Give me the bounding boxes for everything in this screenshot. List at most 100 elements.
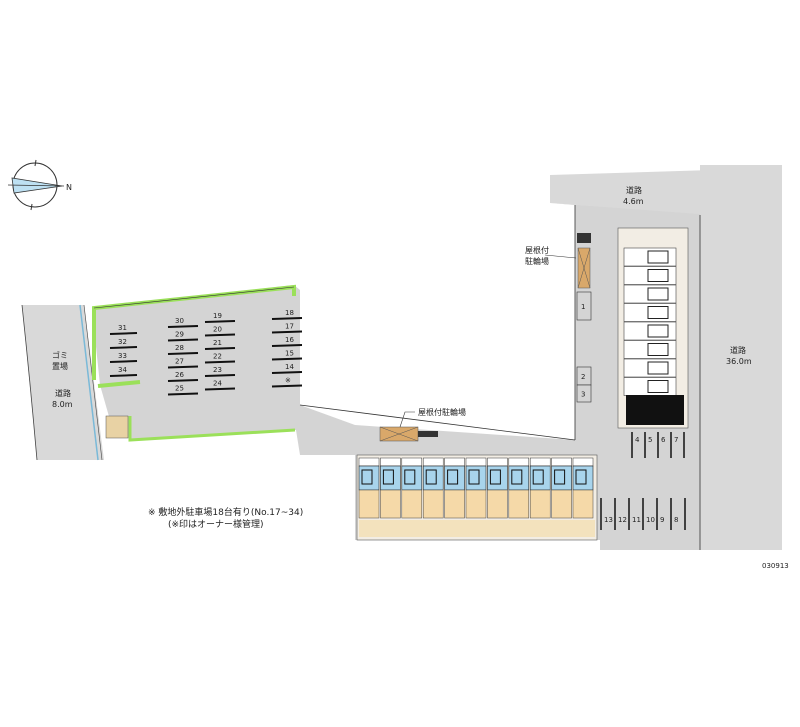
unit	[623, 284, 677, 304]
bike-shed-top	[544, 233, 591, 289]
unit	[623, 377, 677, 396]
svg-text:2: 2	[581, 373, 585, 381]
parking-number: 24	[213, 380, 222, 388]
parking-space-1: 1	[576, 291, 592, 321]
parking-space-18: 18	[271, 309, 303, 320]
parking-space-13: 13	[600, 498, 613, 530]
svg-text:3: 3	[581, 391, 585, 399]
unit	[508, 457, 530, 519]
parking-space-23: 23	[204, 366, 236, 377]
parking-space-33: 33	[109, 352, 138, 363]
parking-space-12: 12	[614, 498, 627, 530]
svg-text:5: 5	[648, 436, 652, 444]
parking-space-28: 28	[167, 344, 199, 355]
parking-space-3: 3	[576, 384, 592, 403]
parking-space-29: 29	[167, 331, 199, 342]
parking-space-7: 7	[670, 432, 678, 458]
svg-text:12: 12	[618, 516, 627, 524]
parking-number: 27	[175, 358, 184, 366]
unit	[623, 303, 677, 322]
garbage-label-1: ゴミ	[52, 350, 68, 360]
parking-number: 28	[175, 344, 184, 352]
unit	[623, 321, 677, 341]
road-right-name: 道路	[730, 345, 746, 355]
parking-space-26: 26	[167, 371, 199, 382]
road-left-width: 8.0m	[52, 400, 73, 409]
unit	[572, 457, 594, 519]
note-line-2: (※印はオーナー様管理)	[168, 518, 264, 530]
parking-space-15: 15	[271, 350, 303, 361]
unit	[401, 457, 423, 519]
bike-top-label-1: 屋根付	[525, 245, 549, 255]
parking-space-22: 22	[204, 353, 236, 364]
parking-number: 19	[213, 312, 222, 320]
svg-text:10: 10	[646, 516, 655, 524]
unit	[623, 340, 677, 359]
parking-number: ※	[285, 377, 291, 385]
parking-number: 31	[118, 324, 127, 332]
unit	[551, 457, 572, 519]
svg-text:4: 4	[635, 436, 640, 444]
note-line-1: ※ 敷地外駐車場18台有り(No.17~34)	[148, 506, 303, 518]
parking-space-8: 8	[670, 498, 678, 530]
parking-number: 18	[285, 309, 294, 317]
svg-text:6: 6	[661, 436, 666, 444]
parking-number: 22	[213, 353, 222, 361]
parking-number: 17	[285, 323, 294, 331]
road-right	[700, 165, 782, 550]
parking-space-30: 30	[167, 317, 199, 328]
parking-space-6: 6	[657, 432, 666, 458]
svg-text:7: 7	[674, 436, 678, 444]
parking-number: 32	[118, 338, 127, 346]
parking-number: 30	[175, 317, 184, 325]
svg-text:9: 9	[660, 516, 664, 524]
road-top-name: 道路	[626, 185, 642, 195]
parking-space-19: 19	[204, 312, 236, 323]
parking-space-owner: ※	[271, 377, 303, 388]
parking-number: 23	[213, 366, 222, 374]
parking-number: 34	[118, 366, 127, 374]
unit	[444, 457, 465, 519]
unit	[623, 247, 677, 267]
parking-space-21: 21	[204, 339, 236, 350]
road-right-width: 36.0m	[726, 357, 752, 366]
unit	[623, 266, 677, 285]
compass-icon: N	[7, 159, 72, 211]
parking-number: 16	[285, 336, 294, 344]
unit	[380, 457, 401, 519]
parking-space-31: 31	[109, 324, 138, 335]
parking-number: 25	[175, 385, 184, 393]
unit	[358, 457, 380, 519]
road-top-width: 4.6m	[623, 197, 644, 206]
offsite-parking-lot	[92, 285, 355, 455]
building-east	[617, 227, 689, 429]
parking-space-16: 16	[271, 336, 303, 347]
parking-space-25: 25	[167, 385, 199, 396]
parking-number: 15	[285, 350, 294, 358]
parking-space-27: 27	[167, 358, 199, 369]
unit	[487, 457, 508, 519]
road-left	[22, 305, 104, 460]
bike-top-label-2: 駐輪場	[525, 256, 549, 266]
parking-space-9: 9	[656, 498, 664, 530]
unit	[465, 457, 487, 519]
svg-text:8: 8	[674, 516, 678, 524]
bike-shed-bottom	[379, 411, 438, 442]
building-south	[356, 454, 598, 541]
unit	[623, 358, 677, 378]
north-label: N	[66, 183, 72, 192]
road-left-name: 道路	[55, 388, 71, 398]
parking-space-24: 24	[204, 380, 236, 391]
svg-text:13: 13	[604, 516, 613, 524]
parking-number: 20	[213, 326, 222, 334]
garbage-label-2: 置場	[52, 361, 68, 371]
bike-bottom-label: 屋根付駐輪場	[418, 407, 466, 417]
unit	[422, 457, 444, 519]
parking-space-32: 32	[109, 338, 138, 349]
parking-number: 26	[175, 371, 184, 379]
plan-code: 030913	[762, 562, 789, 570]
svg-text:1: 1	[581, 303, 585, 311]
parking-space-14: 14	[271, 363, 303, 374]
parking-number: 21	[213, 339, 222, 347]
